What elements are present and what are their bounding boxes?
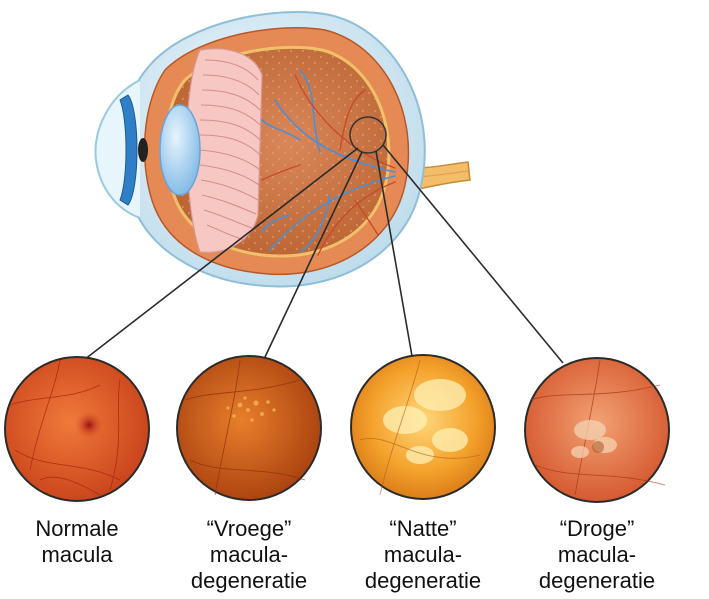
macula-highlight: [349, 116, 387, 154]
ciliary-body: [186, 48, 263, 253]
caption-normal: Normale macula: [35, 516, 119, 567]
caption-wet: “Natte” macula- degeneratie: [364, 516, 482, 593]
retina-dry-icon: [524, 357, 670, 503]
eye-cross-section-icon: [94, 11, 471, 288]
pointer-line-normal: [79, 147, 359, 364]
retinal-vessels: [261, 69, 396, 256]
pointer-lines: [79, 144, 564, 364]
lens: [159, 104, 201, 196]
retina-normal-icon: [4, 356, 150, 502]
caption-dry: “Droge” macula- degeneratie: [538, 516, 656, 593]
caption-early: “Vroege” macula- degeneratie: [190, 516, 308, 593]
pointer-line-early: [264, 151, 363, 358]
iris: [119, 94, 138, 206]
retina-wet-icon: [350, 354, 496, 500]
pointer-line-dry: [382, 144, 564, 364]
pointer-line-wet: [375, 150, 413, 357]
retina-early-icon: [176, 355, 322, 501]
pupil: [138, 138, 148, 162]
